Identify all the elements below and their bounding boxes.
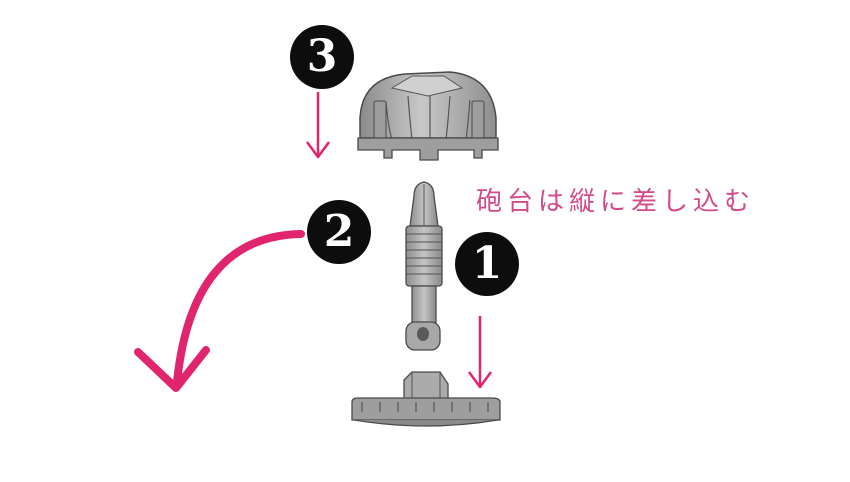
insert-arrow-base (467, 316, 493, 389)
insert-arrow-dome (305, 92, 331, 159)
rotate-arrow-icon (134, 230, 305, 392)
step-2-badge: 2 (307, 200, 371, 264)
turret-shaft-part (405, 181, 443, 351)
turret-base-part (351, 371, 501, 427)
step-3-badge: 3 (290, 25, 354, 89)
step-1-badge: 1 (455, 232, 519, 296)
turret-dome-part (357, 71, 499, 161)
instruction-text: 砲台は縦に差し込む (476, 187, 756, 217)
